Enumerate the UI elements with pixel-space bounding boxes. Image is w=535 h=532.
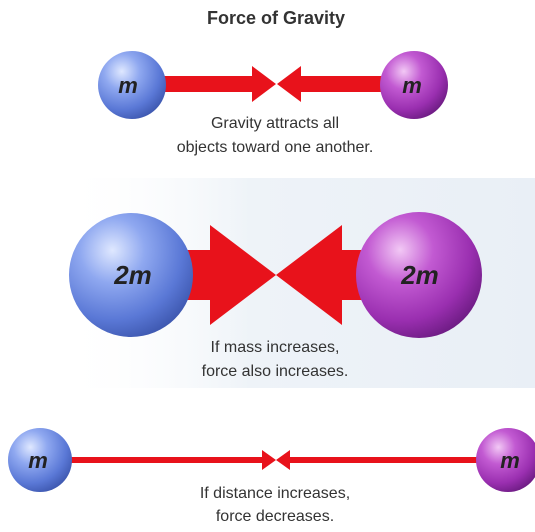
left-arrow — [146, 66, 276, 102]
left-mass-sphere — [98, 51, 166, 119]
panel-distance-increase: m m If distance increases, force decreas… — [8, 428, 535, 525]
panel-mass-increase: 2m 2m If mass increases, force also incr… — [69, 212, 482, 380]
right-thin-arrow — [276, 450, 478, 470]
right-mass-sphere — [476, 428, 535, 492]
left-mass-sphere — [69, 213, 193, 337]
caption-line-1: If distance increases, — [200, 485, 350, 502]
caption-line-2: force decreases. — [216, 508, 334, 525]
left-mass-label: 2m — [113, 260, 152, 290]
panel-basic-attraction: m m Gravity attracts all objects toward … — [98, 51, 448, 156]
caption-line-2: objects toward one another. — [177, 139, 374, 156]
right-mass-label: m — [500, 448, 520, 473]
left-mass-label: m — [118, 73, 138, 98]
right-mass-label: 2m — [400, 260, 439, 290]
left-thin-arrow — [66, 450, 276, 470]
caption-line-1: If mass increases, — [211, 339, 340, 356]
right-mass-label: m — [402, 73, 422, 98]
right-large-arrow — [276, 225, 365, 325]
left-mass-sphere — [8, 428, 72, 492]
caption-line-1: Gravity attracts all — [211, 115, 339, 132]
left-large-arrow — [185, 225, 276, 325]
right-arrow — [277, 66, 389, 102]
left-mass-label: m — [28, 448, 48, 473]
diagram-title: Force of Gravity — [207, 8, 345, 28]
right-mass-sphere — [380, 51, 448, 119]
caption-line-2: force also increases. — [202, 363, 349, 380]
right-mass-sphere — [356, 212, 482, 338]
